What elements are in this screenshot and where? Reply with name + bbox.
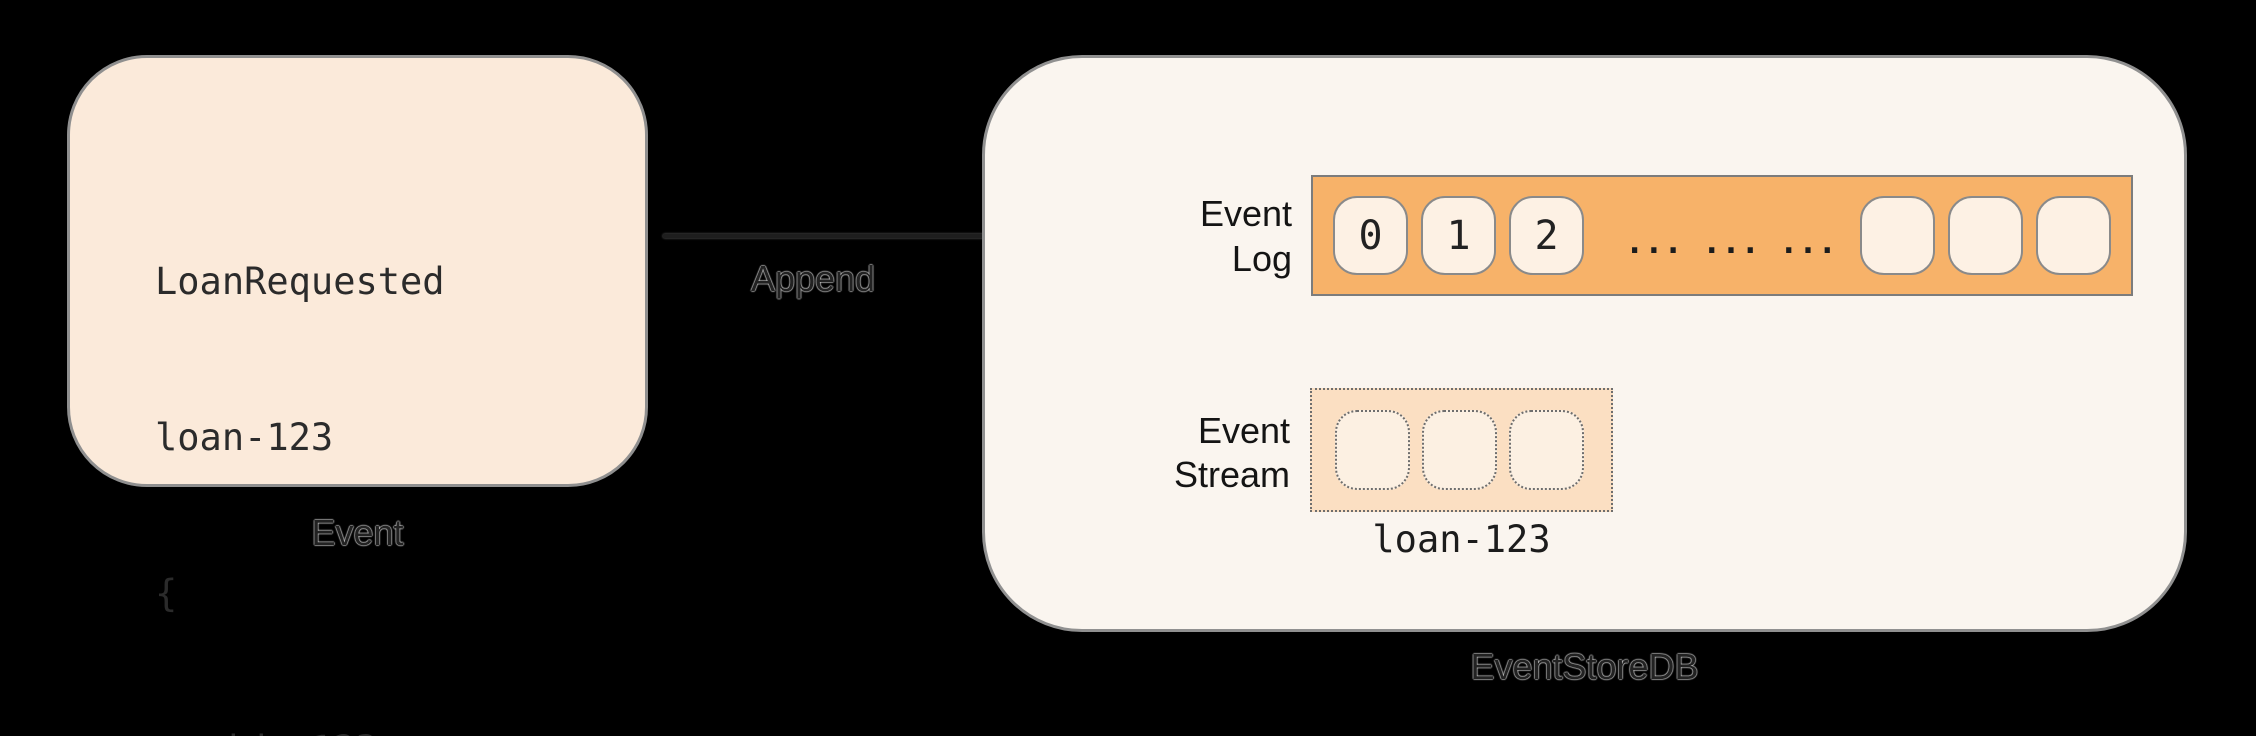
event-log-ellipsis: ... ... ... bbox=[1625, 222, 1837, 261]
event-stream-empty-cell bbox=[1422, 410, 1497, 490]
code-line-id: id: 123, bbox=[155, 724, 690, 736]
code-line-stream-name: loan-123 bbox=[155, 416, 334, 459]
event-code-block: LoanRequested loan-123 { id: 123, amount… bbox=[155, 152, 690, 736]
event-stream-label: Event Stream bbox=[1080, 409, 1290, 497]
event-log-empty-cell bbox=[1860, 196, 1935, 275]
event-log-empty-cell bbox=[2036, 196, 2111, 275]
event-log-label-line2: Log bbox=[1231, 238, 1292, 279]
event-stream-label-line1: Event bbox=[1197, 410, 1290, 451]
event-log-cell-0: 0 bbox=[1333, 196, 1408, 275]
event-log-cell-2: 2 bbox=[1509, 196, 1584, 275]
event-log-bar: 0 1 2 ... ... ... bbox=[1311, 175, 2133, 296]
event-stream-empty-cell bbox=[1509, 410, 1584, 490]
eventstoredb-caption: EventStoreDB bbox=[1470, 646, 1699, 687]
event-log-empty-cell bbox=[1948, 196, 2023, 275]
event-log-cell-1: 1 bbox=[1421, 196, 1496, 275]
event-card-caption: Event bbox=[311, 512, 404, 553]
event-log-label: Event Log bbox=[1100, 191, 1292, 281]
event-log-label-line1: Event bbox=[1199, 193, 1292, 234]
eventstoredb-container bbox=[982, 55, 2187, 632]
event-card: LoanRequested loan-123 { id: 123, amount… bbox=[67, 55, 648, 736]
code-line-open-brace: { bbox=[155, 572, 178, 615]
event-stream-empty-cell bbox=[1335, 410, 1410, 490]
event-stream-caption: loan-123 bbox=[1372, 518, 1551, 561]
event-stream-label-line2: Stream bbox=[1173, 454, 1290, 495]
code-line-event-type: LoanRequested bbox=[155, 260, 445, 303]
event-stream-box bbox=[1310, 388, 1613, 512]
append-arrow-label: Append bbox=[750, 258, 876, 299]
